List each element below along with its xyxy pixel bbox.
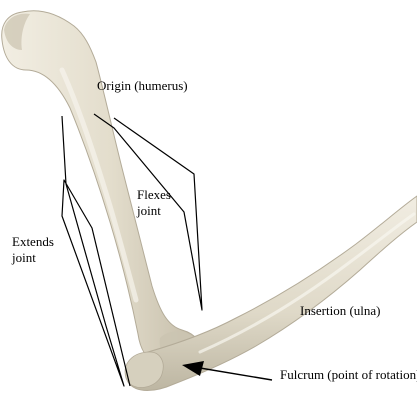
flexes-joint-label: Flexes joint: [137, 187, 171, 219]
extends-joint-label: Extends joint: [12, 234, 54, 266]
fulcrum-label: Fulcrum (point of rotation): [280, 367, 417, 383]
humerus-bone: [2, 11, 201, 366]
fulcrum-arrow: [182, 361, 272, 380]
ulna-bone: [125, 196, 417, 391]
origin-label: Origin (humerus): [97, 78, 188, 94]
insertion-label: Insertion (ulna): [300, 303, 381, 319]
